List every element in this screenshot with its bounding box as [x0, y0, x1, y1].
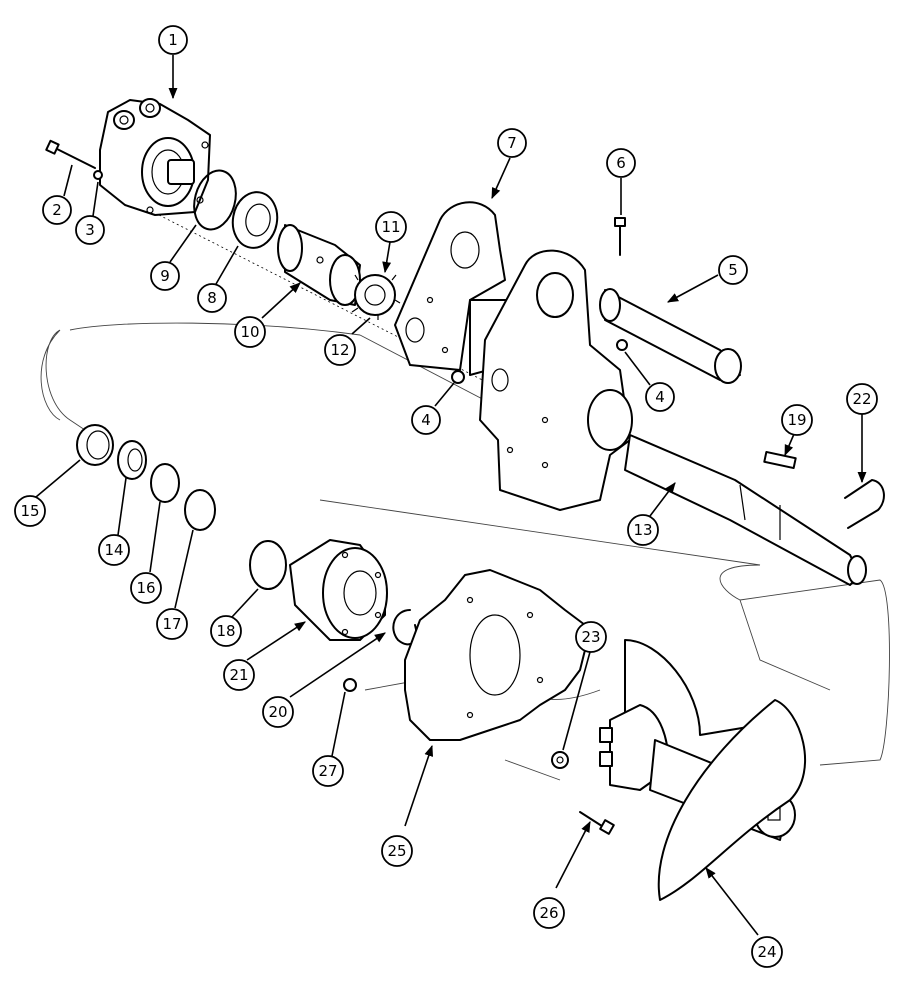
callout-12-label: 12	[330, 341, 349, 359]
callout-6: 6	[606, 148, 636, 178]
callout-7: 7	[497, 128, 527, 158]
o-ring-9	[193, 169, 237, 231]
callout-15-label: 15	[20, 502, 39, 520]
callout-13-label: 13	[633, 521, 652, 539]
callout-3-label: 3	[85, 221, 95, 239]
callout-21-label: 21	[229, 666, 248, 684]
callout-15: 15	[14, 495, 46, 527]
callout-5: 5	[718, 255, 748, 285]
coupler-10	[277, 224, 361, 306]
bearing-cone-14	[117, 440, 147, 480]
assembly-outline-loop	[40, 322, 890, 766]
callout-1: 1	[158, 25, 188, 55]
callout-26: 26	[533, 897, 565, 929]
callout-11-label: 11	[381, 218, 400, 236]
callout-22: 22	[846, 383, 878, 415]
callout-14-label: 14	[104, 541, 123, 559]
key-19	[763, 450, 797, 470]
seal-18	[249, 540, 287, 590]
seal-8	[231, 191, 279, 249]
callout-23-label: 23	[581, 628, 600, 646]
washer-3	[93, 170, 103, 180]
callout-7-label: 7	[507, 134, 517, 152]
callout-8: 8	[197, 283, 227, 313]
callout-3: 3	[75, 215, 105, 245]
callout-21: 21	[223, 659, 255, 691]
seal-17	[184, 489, 216, 531]
hydraulic-motor	[99, 98, 211, 216]
callout-8-label: 8	[207, 289, 217, 307]
callout-4-upper-label: 4	[655, 388, 665, 406]
bolt-26	[579, 811, 615, 835]
callout-9-label: 9	[160, 267, 170, 285]
callout-16: 16	[130, 572, 162, 604]
callout-6-label: 6	[616, 154, 626, 172]
callout-5-label: 5	[728, 261, 738, 279]
callout-11: 11	[375, 211, 407, 243]
drive-shaft-13	[624, 434, 867, 586]
callout-25-label: 25	[387, 842, 406, 860]
callout-16-label: 16	[136, 579, 155, 597]
callout-1-label: 1	[168, 31, 178, 49]
u-bolt-22	[844, 479, 885, 529]
callout-22-label: 22	[852, 390, 871, 408]
callout-20: 20	[262, 696, 294, 728]
callout-27-label: 27	[318, 762, 337, 780]
callout-19-label: 19	[787, 411, 806, 429]
callout-25: 25	[381, 835, 413, 867]
bolt-6	[614, 217, 626, 256]
motor-mount-bracket-7	[394, 201, 633, 511]
callout-24-label: 24	[757, 943, 776, 961]
callout-17-label: 17	[162, 615, 181, 633]
nut-4-upper	[616, 339, 628, 351]
nut-27	[343, 678, 357, 692]
callout-19: 19	[781, 404, 813, 436]
nut-4-lower	[451, 370, 465, 384]
seal-16	[150, 463, 180, 503]
leader-lines	[35, 55, 867, 936]
bolt-2	[45, 139, 96, 169]
pin-5	[599, 288, 742, 384]
callout-26-label: 26	[539, 904, 558, 922]
callout-18: 18	[210, 615, 242, 647]
callout-20-label: 20	[268, 703, 287, 721]
callout-14: 14	[98, 534, 130, 566]
callout-13: 13	[627, 514, 659, 546]
callout-2-label: 2	[52, 201, 62, 219]
sprocket-12	[351, 274, 401, 320]
callout-18-label: 18	[216, 622, 235, 640]
bearing-cup-15	[76, 424, 114, 466]
callout-12: 12	[324, 334, 356, 366]
callout-4-lower: 4	[411, 405, 441, 435]
callout-2: 2	[42, 195, 72, 225]
callout-10: 10	[234, 316, 266, 348]
callout-27: 27	[312, 755, 344, 787]
auger-flighting-24	[599, 639, 806, 901]
callout-4-lower-label: 4	[421, 411, 431, 429]
callout-23: 23	[575, 621, 607, 653]
callout-24: 24	[751, 936, 783, 968]
hub-21	[289, 539, 388, 641]
callout-17: 17	[156, 608, 188, 640]
callout-10-label: 10	[240, 323, 259, 341]
callout-9: 9	[150, 261, 180, 291]
callout-4-upper: 4	[645, 382, 675, 412]
nut-23	[551, 751, 569, 769]
drive-sprocket-25	[404, 569, 586, 741]
